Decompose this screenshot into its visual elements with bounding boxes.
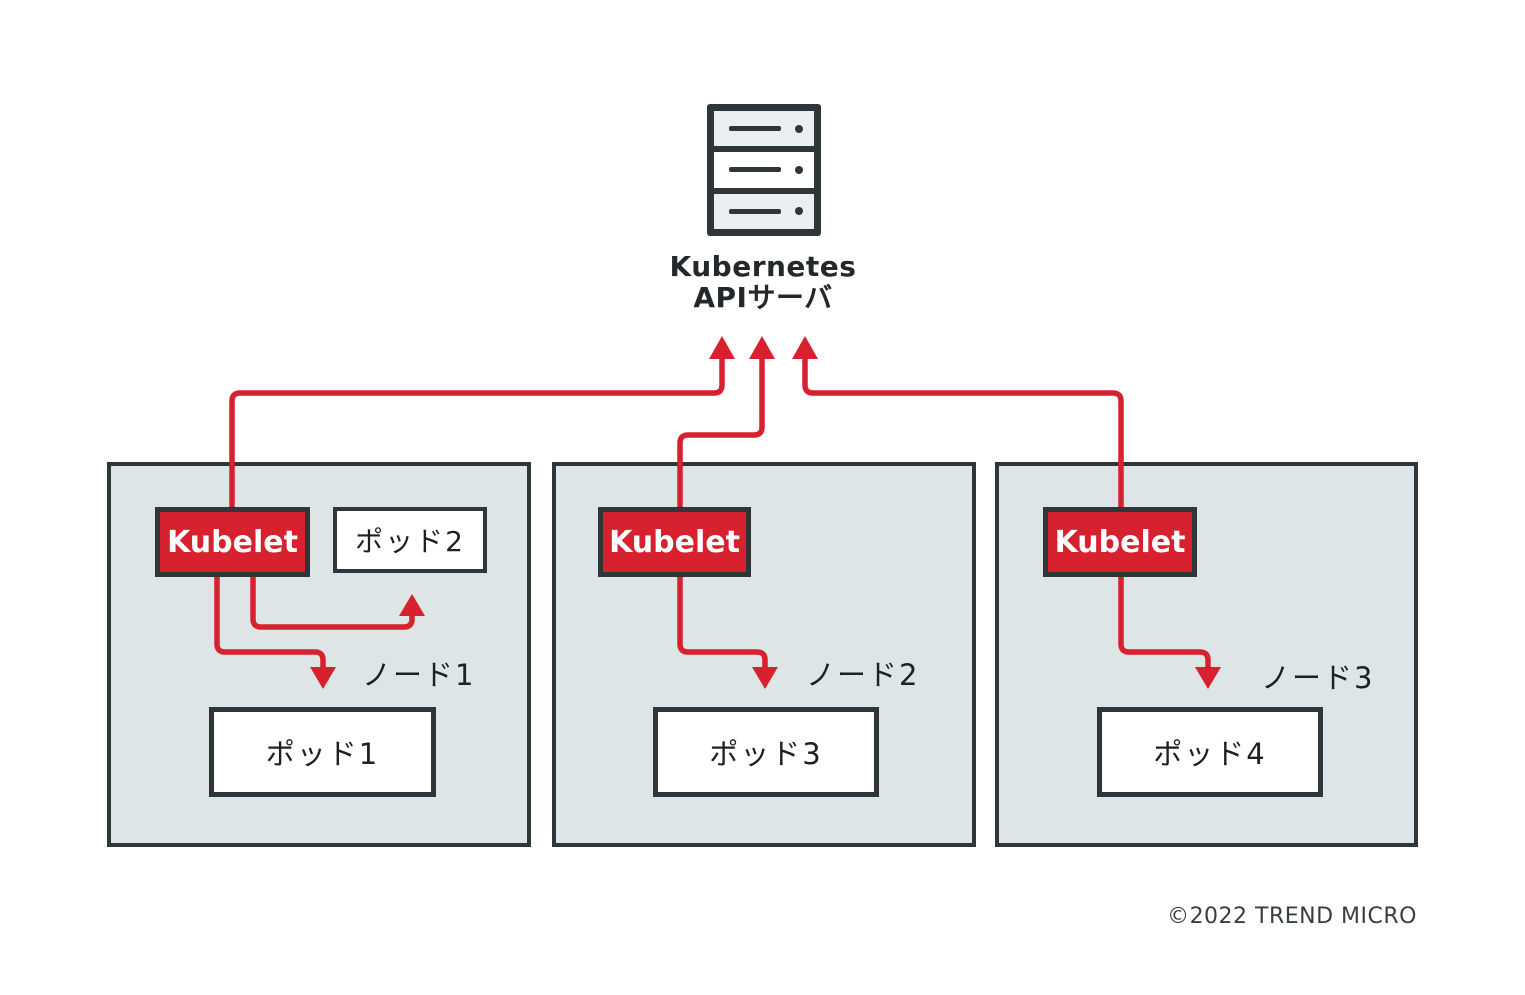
api-server-label: Kubernetes APIサーバ	[588, 251, 938, 313]
kubelet-label: Kubelet	[167, 524, 298, 560]
pod-label: ポッド4	[1153, 737, 1267, 771]
kubelet-badge-node2: Kubelet	[598, 507, 751, 577]
server-led-dot-icon	[795, 124, 803, 133]
node-label-1: ノード1	[362, 658, 476, 692]
pod-box-4: ポッド4	[1097, 707, 1323, 797]
server-led-dot-icon	[795, 165, 803, 174]
kubelet-label: Kubelet	[609, 524, 740, 560]
kubelet-badge-node3: Kubelet	[1043, 507, 1197, 577]
server-slot-line-icon	[729, 126, 781, 132]
server-icon-row	[714, 111, 814, 147]
kubelet-badge-node1: Kubelet	[155, 507, 310, 577]
pod-label: ポッド2	[355, 525, 465, 558]
arrowhead-kubelet2-to-api	[749, 336, 775, 359]
server-slot-line-icon	[729, 208, 781, 214]
arrowhead-kubelet1-to-api	[709, 336, 735, 359]
pod-box-2: ポッド2	[333, 507, 487, 573]
api-server-label-line2: APIサーバ	[693, 281, 833, 314]
node-label-2: ノード2	[806, 658, 920, 692]
pod-label: ポッド3	[709, 737, 823, 771]
api-server-label-line1: Kubernetes	[669, 250, 857, 283]
pod-box-3: ポッド3	[653, 707, 879, 797]
node-label-3: ノード3	[1261, 661, 1375, 695]
api-server-icon	[707, 104, 821, 236]
kubelet-label: Kubelet	[1054, 524, 1186, 560]
server-icon-row	[714, 152, 814, 188]
copyright-text: ©2022 TREND MICRO	[1167, 904, 1417, 929]
server-icon-row	[714, 193, 814, 229]
server-led-dot-icon	[795, 207, 803, 216]
server-slot-line-icon	[729, 167, 781, 173]
arrowhead-kubelet3-to-api	[792, 336, 818, 359]
pod-label: ポッド1	[265, 737, 380, 771]
pod-box-1: ポッド1	[209, 707, 436, 797]
